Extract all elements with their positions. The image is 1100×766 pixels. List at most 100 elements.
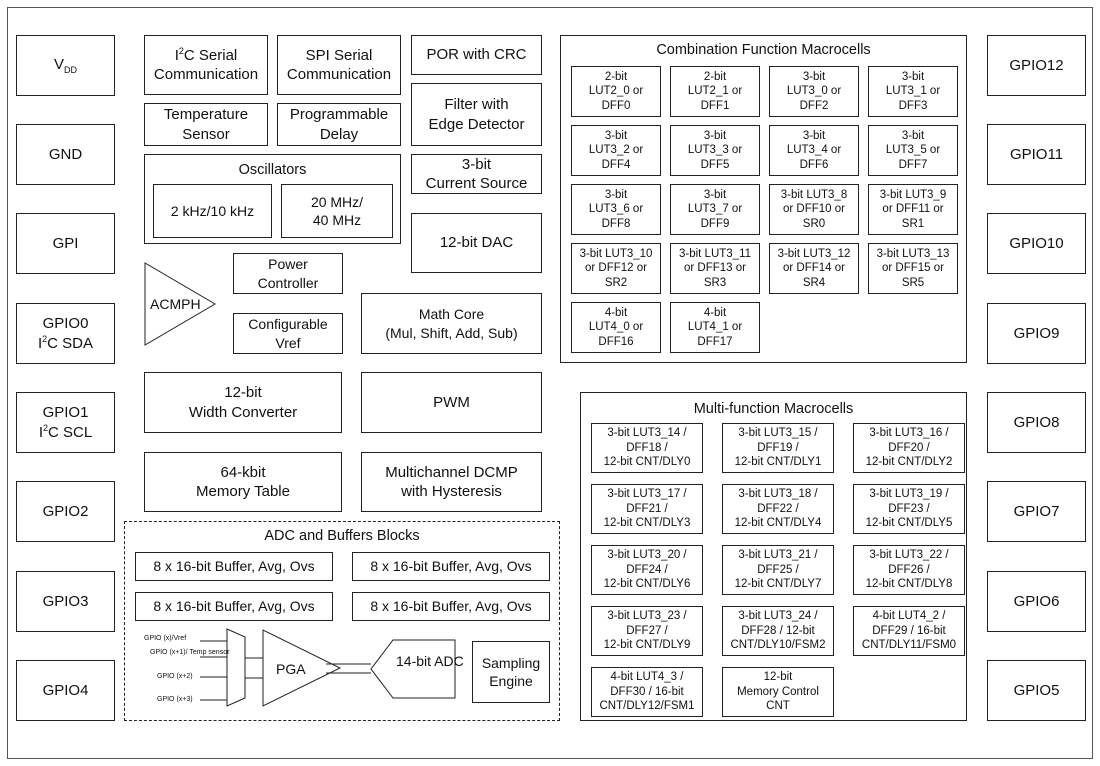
block-dcmp: Multichannel DCMP with Hysteresis xyxy=(361,452,542,512)
pin-gpio4: GPIO4 xyxy=(16,660,115,721)
block-i2c-title: C Serial xyxy=(183,46,238,64)
block-i2c-sup: 2 xyxy=(178,45,184,56)
multifunction-cell: 3-bit LUT3_22 / DFF26 / 12-bit CNT/DLY8 xyxy=(853,545,965,595)
pin-vdd-sub: DD xyxy=(64,64,77,75)
block-i2c-sub: Communication xyxy=(153,66,259,83)
combination-cell: 3-bit LUT3_6 or DFF8 xyxy=(571,184,661,235)
pin-gpio1-sup: 2 xyxy=(42,422,48,433)
multifunction-title: Multi-function Macrocells xyxy=(693,401,854,417)
buffer-3-label: 8 x 16-bit Buffer, Avg, Ovs xyxy=(153,598,315,615)
oscillators-group: Oscillators 2 kHz/10 kHz 20 MHz/ 40 MHz xyxy=(144,154,401,244)
block-current-source: 3-bit Current Source xyxy=(411,154,542,194)
outer-frame xyxy=(7,7,1093,759)
multifunction-cell: 3-bit LUT3_15 / DFF19 / 12-bit CNT/DLY1 xyxy=(722,423,834,473)
pin-vdd-main: V xyxy=(53,55,64,73)
pin-gnd: GND xyxy=(16,124,115,185)
pin-gpio6-label: GPIO6 xyxy=(1013,592,1060,610)
pin-gpio10: GPIO10 xyxy=(987,213,1086,274)
adc-input-3: GPIO (x+3) xyxy=(157,696,193,703)
pin-gpio5-label: GPIO5 xyxy=(1013,681,1060,699)
combination-cell: 3-bit LUT3_3 or DFF5 xyxy=(670,125,760,176)
block-filter: Filter with Edge Detector xyxy=(411,83,542,146)
adc14-label: 14-bit ADC xyxy=(396,653,464,669)
pin-gpio11: GPIO11 xyxy=(987,124,1086,185)
acmp-label: ACMPH xyxy=(150,296,201,312)
combination-cell: 3-bit LUT3_8 or DFF10 or SR0 xyxy=(769,184,859,235)
multifunction-cell: 3-bit LUT3_16 / DFF20 / 12-bit CNT/DLY2 xyxy=(853,423,965,473)
pin-gpio1-label: GPIO1 xyxy=(42,404,89,421)
combination-cell: 3-bit LUT3_1 or DFF3 xyxy=(868,66,958,117)
block-width-converter: 12-bit Width Converter xyxy=(144,372,342,433)
adc-group: ADC and Buffers Blocks 8 x 16-bit Buffer… xyxy=(124,521,560,721)
pin-gpio0-i: I xyxy=(37,334,43,352)
multifunction-cell: 3-bit LUT3_14 / DFF18 / 12-bit CNT/DLY0 xyxy=(591,423,703,473)
mux-trapezoid xyxy=(226,628,246,707)
pin-gpio8-label: GPIO8 xyxy=(1013,413,1060,431)
pin-gpi: GPI xyxy=(16,213,115,274)
pin-gpio12-label: GPIO12 xyxy=(1009,56,1064,74)
buffer-2-label: 8 x 16-bit Buffer, Avg, Ovs xyxy=(370,558,532,575)
combination-cell: 3-bit LUT3_12 or DFF14 or SR4 xyxy=(769,243,859,294)
pin-gpio11-label: GPIO11 xyxy=(1009,145,1064,163)
multifunction-cell: 4-bit LUT4_2 / DFF29 / 16-bit CNT/DLY11/… xyxy=(853,606,965,656)
pin-gnd-label: GND xyxy=(48,145,83,163)
block-spi: SPI Serial Communication xyxy=(277,35,401,95)
multifunction-cell: 3-bit LUT3_17 / DFF21 / 12-bit CNT/DLY3 xyxy=(591,484,703,534)
pin-gpio3-label: GPIO3 xyxy=(42,592,89,610)
buffer-4-label: 8 x 16-bit Buffer, Avg, Ovs xyxy=(370,598,532,615)
pin-gpio1-i: I xyxy=(38,423,43,441)
pin-gpi-label: GPI xyxy=(52,234,79,252)
buffer-4: 8 x 16-bit Buffer, Avg, Ovs xyxy=(352,592,550,621)
block-pwm: PWM xyxy=(361,372,542,433)
combination-cell: 3-bit LUT3_7 or DFF9 xyxy=(670,184,760,235)
pin-gpio5: GPIO5 xyxy=(987,660,1086,721)
combination-cell: 3-bit LUT3_2 or DFF4 xyxy=(571,125,661,176)
combination-group: Combination Function Macrocells 2-bit LU… xyxy=(560,35,967,363)
pin-gpio8: GPIO8 xyxy=(987,392,1086,453)
pin-gpio9-label: GPIO9 xyxy=(1013,324,1060,342)
adc-input-1: GPIO (x+1)/ Temp sensor xyxy=(150,649,230,656)
multifunction-cell: 3-bit LUT3_23 / DFF27 / 12-bit CNT/DLY9 xyxy=(591,606,703,656)
pin-vdd: VDD xyxy=(16,35,115,96)
multifunction-cell: 3-bit LUT3_21 / DFF25 / 12-bit CNT/DLY7 xyxy=(722,545,834,595)
block-por: POR with CRC xyxy=(411,35,542,75)
buffer-2: 8 x 16-bit Buffer, Avg, Ovs xyxy=(352,552,550,581)
combination-cell: 4-bit LUT4_0 or DFF16 xyxy=(571,302,661,353)
multifunction-cell: 4-bit LUT4_3 / DFF30 / 16-bit CNT/DLY12/… xyxy=(591,667,703,717)
pin-gpio3: GPIO3 xyxy=(16,571,115,632)
oscillators-title: Oscillators xyxy=(238,162,307,178)
combination-cell: 2-bit LUT2_0 or DFF0 xyxy=(571,66,661,117)
multifunction-group: Multi-function Macrocells 3-bit LUT3_14 … xyxy=(580,392,967,721)
buffer-1-label: 8 x 16-bit Buffer, Avg, Ovs xyxy=(153,558,315,575)
combination-title: Combination Function Macrocells xyxy=(656,42,871,58)
pin-gpio4-label: GPIO4 xyxy=(42,681,89,699)
pin-gpio2: GPIO2 xyxy=(16,481,115,542)
multifunction-cell: 3-bit LUT3_24 / DFF28 / 12-bit CNT/DLY10… xyxy=(722,606,834,656)
adc-group-title: ADC and Buffers Blocks xyxy=(264,528,420,544)
multifunction-cell: 3-bit LUT3_18 / DFF22 / 12-bit CNT/DLY4 xyxy=(722,484,834,534)
osc-high: 20 MHz/ 40 MHz xyxy=(281,184,393,238)
pin-gpio0-label: GPIO0 xyxy=(42,315,89,332)
combination-cell: 3-bit LUT3_5 or DFF7 xyxy=(868,125,958,176)
pin-gpio7: GPIO7 xyxy=(987,481,1086,542)
pin-gpio0-sup: 2 xyxy=(42,333,48,344)
pin-gpio12: GPIO12 xyxy=(987,35,1086,96)
block-configurable-vref: Configurable Vref xyxy=(233,313,343,354)
adc-input-2: GPIO (x+2) xyxy=(157,673,193,680)
multifunction-cell: 12-bit Memory Control CNT xyxy=(722,667,834,717)
buffer-1: 8 x 16-bit Buffer, Avg, Ovs xyxy=(135,552,333,581)
pin-gpio6: GPIO6 xyxy=(987,571,1086,632)
combination-cell: 3-bit LUT3_11 or DFF13 or SR3 xyxy=(670,243,760,294)
block-i2c-i: I xyxy=(174,46,179,64)
buffer-3: 8 x 16-bit Buffer, Avg, Ovs xyxy=(135,592,333,621)
block-dac: 12-bit DAC xyxy=(411,213,542,273)
block-temp-sensor: Temperature Sensor xyxy=(144,103,268,146)
acmp-triangle xyxy=(144,262,216,346)
block-sampling-engine: Sampling Engine xyxy=(472,641,550,703)
combination-cell: 4-bit LUT4_1 or DFF17 xyxy=(670,302,760,353)
